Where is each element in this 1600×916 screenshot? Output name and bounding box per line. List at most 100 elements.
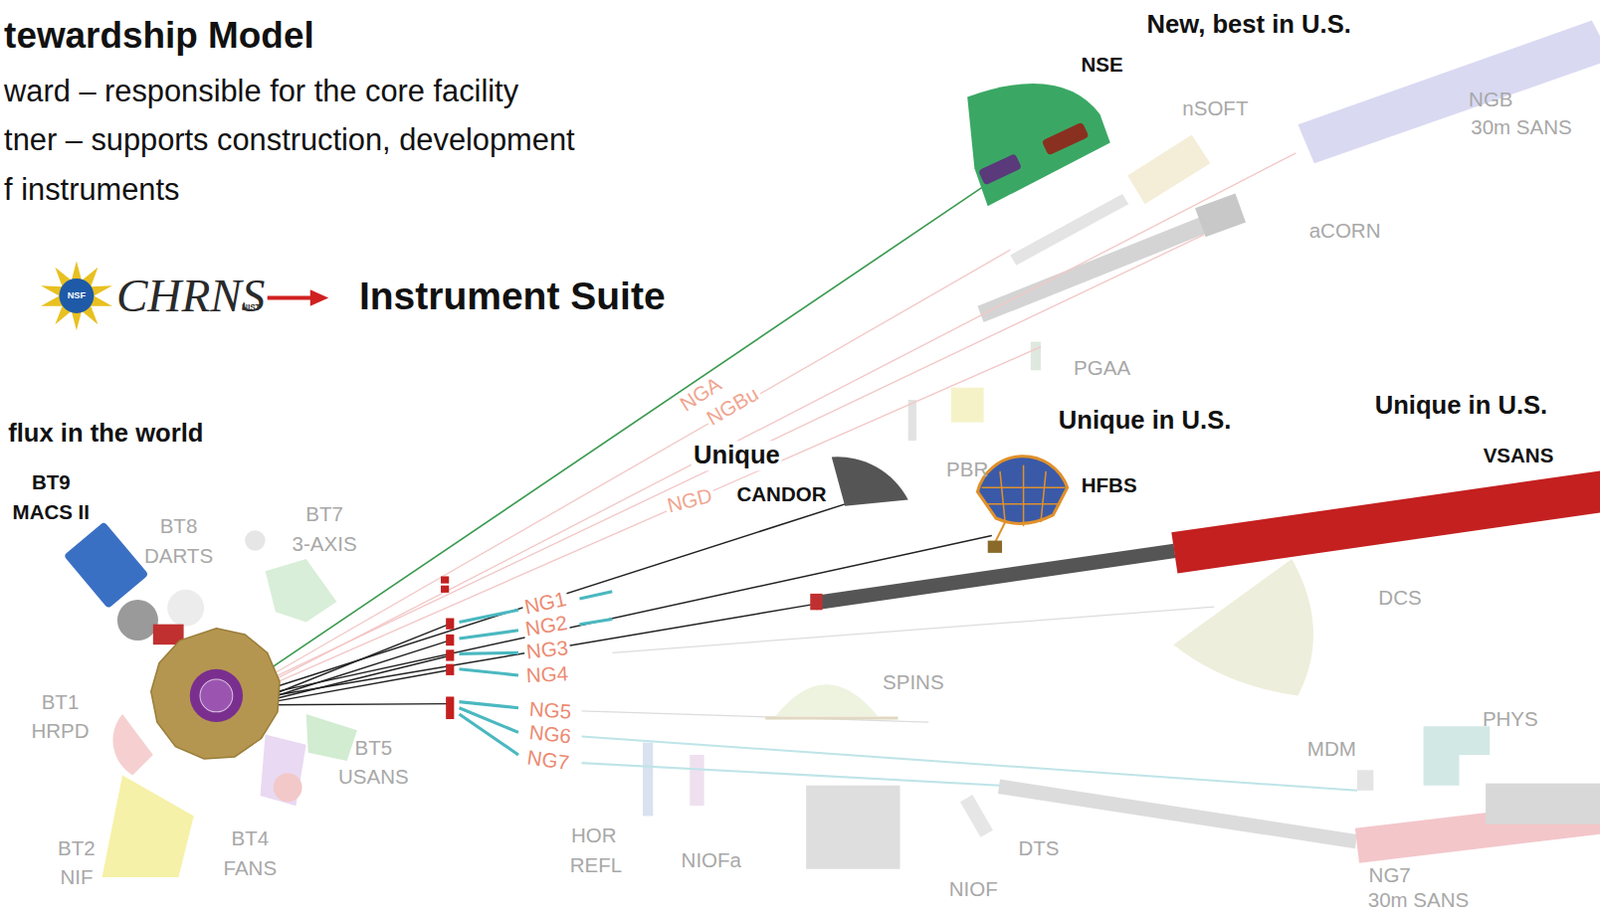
instrument-name: USANS [336, 766, 411, 791]
callout-text: Unique in U.S. [1056, 405, 1233, 435]
dts-part [960, 795, 994, 838]
instrument-name: aCORN [1307, 218, 1384, 243]
acorn-pipe [977, 215, 1208, 323]
niofa-body [805, 786, 900, 870]
logo-arrowhead [310, 289, 329, 306]
instrument-name: PBR [944, 457, 991, 482]
vsans-tank [1171, 469, 1600, 575]
horrefl-body [642, 743, 653, 817]
note-line: ward – responsible for the core facility [1, 74, 521, 110]
port-name: BT1 [39, 690, 82, 715]
instrument-name: nSOFT [1180, 96, 1250, 121]
instrument-name: MDM [1305, 737, 1359, 762]
instrument-name: NIF [57, 865, 95, 890]
instrument-name: VSANS [1481, 444, 1557, 469]
guide-name: NG3 [523, 635, 572, 664]
nsoft-body [1127, 134, 1210, 204]
callout-text: New, best in U.S. [1145, 9, 1354, 39]
callout-text: Unique in U.S. [1373, 391, 1550, 420]
instrument-name: CANDOR [735, 483, 829, 508]
candor-body [831, 456, 909, 506]
faded-ng-segments [582, 736, 1358, 791]
hfbs-guide [267, 535, 993, 694]
instrument-name: NIOF [947, 877, 1000, 902]
dcs-body [1173, 559, 1314, 696]
instrument-name: FANS [221, 856, 280, 881]
port-name: BT5 [352, 736, 395, 761]
instrument-name: HRPD [28, 720, 91, 745]
reactor-inner [200, 679, 233, 713]
bt7-part [244, 530, 266, 552]
note-line: f instruments [1, 172, 182, 207]
logo-text: CHRNS [114, 268, 267, 323]
slide-title: tewardship Model [1, 14, 317, 57]
hfbs-grid [982, 465, 1066, 528]
ng-guide-segments [458, 592, 612, 756]
phys-table [1485, 784, 1600, 825]
callout-text: Unique [691, 441, 783, 471]
hfbs-body [977, 456, 1067, 525]
instrument-name: HOR [569, 823, 619, 848]
reactor-vessel [190, 669, 243, 723]
bt4-body [260, 734, 307, 806]
ng-guides [267, 624, 450, 706]
port-name: BT8 [158, 514, 200, 539]
macs-body [63, 521, 150, 609]
instrument-name: NIOFa [679, 848, 744, 873]
faded-lines [582, 606, 1215, 723]
port-name: BT9 [29, 470, 73, 495]
nse-coil [1041, 122, 1090, 157]
logo-arrow [267, 295, 313, 300]
guide-name: NG6 [526, 720, 575, 749]
bt7-body [265, 559, 338, 623]
guide-name: NGB [1466, 87, 1515, 112]
shutters [440, 576, 454, 720]
reactor-core [151, 628, 280, 760]
bt2-body [102, 775, 195, 878]
nse-coil [978, 153, 1022, 186]
instrument-name: 30m SANS [1468, 115, 1574, 140]
bt1-body [112, 714, 153, 777]
vsans-pipe [813, 544, 1176, 611]
phys-body [1423, 726, 1491, 786]
callout-text: flux in the world [5, 418, 205, 448]
instrument-name: PGAA [1071, 356, 1133, 381]
bt5-body [306, 714, 358, 762]
pbr-arm [908, 400, 917, 441]
hfbs-analyzer [988, 541, 1002, 554]
hfbs-arm [995, 522, 1005, 544]
spins-body [775, 684, 878, 717]
logo-star [40, 261, 113, 332]
note-line: tner – supports construction, developmen… [1, 122, 578, 158]
mdm-part [1357, 770, 1374, 792]
logo-globe [58, 278, 94, 314]
nsoft-pipe [1009, 194, 1129, 266]
nse-body [967, 83, 1111, 206]
guide-name: NG5 [526, 696, 575, 724]
port-name: BT7 [303, 502, 346, 527]
acorn-box [1195, 194, 1246, 238]
macs-part [117, 600, 159, 641]
bt8-body [167, 590, 204, 627]
instrument-name: SPINS [880, 670, 947, 695]
instrument-name: DCS [1376, 586, 1423, 610]
pbr-part [951, 388, 985, 423]
niofa-part [689, 755, 704, 806]
port-name: BT4 [228, 826, 271, 851]
port-name: BT2 [55, 836, 98, 861]
guide-name: NG4 [523, 661, 571, 688]
vsans-shutter [809, 594, 822, 610]
guide-lines [267, 153, 1297, 687]
instrument-name: NSE [1079, 52, 1126, 77]
guide-name: NG7 [1367, 863, 1413, 888]
instrument-name: HFBS [1079, 473, 1140, 498]
vsans-guide [267, 603, 817, 697]
instrument-name: REFL [568, 853, 624, 878]
instrument-name: DARTS [142, 544, 215, 569]
instrument-name: PHYS [1480, 707, 1541, 732]
section-heading: Instrument Suite [357, 274, 668, 320]
ngb-sans-body [1297, 20, 1600, 165]
instrument-name: MACS II [10, 500, 92, 525]
logo-text: NSF [65, 290, 88, 302]
